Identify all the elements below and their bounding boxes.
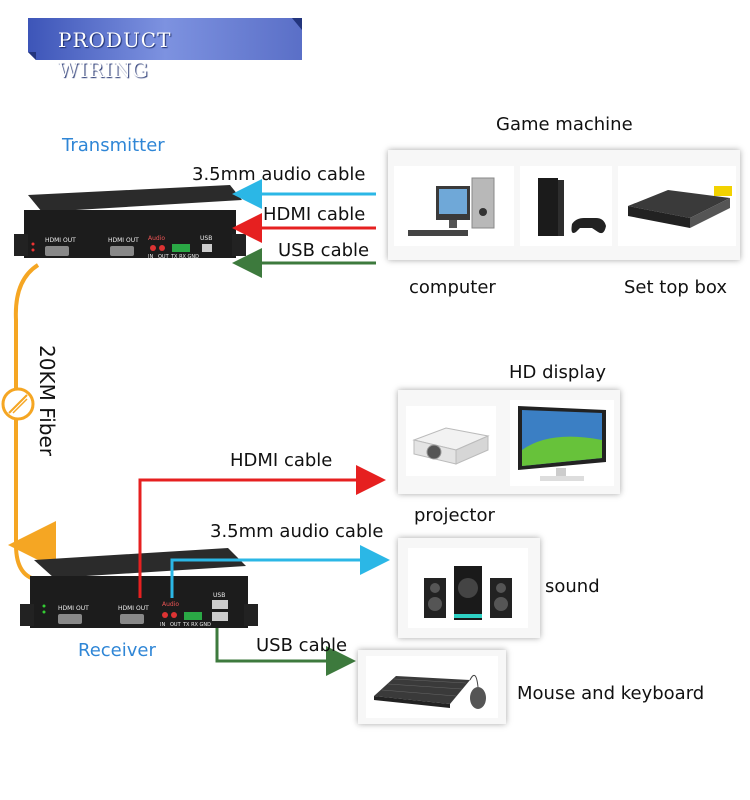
sound-panel xyxy=(398,538,540,638)
game-machine-label: Game machine xyxy=(496,114,633,135)
port-tx-rx-gnd: TX RX GND xyxy=(170,254,199,260)
set-top-box-label: Set top box xyxy=(624,277,728,298)
port-hdmi-out-2: HDMI OUT xyxy=(108,237,139,244)
rx-port-tx-rx-gnd: TX RX GND xyxy=(182,622,211,628)
keyboard-icon xyxy=(374,674,486,709)
rx-port-out: OUT xyxy=(170,622,182,628)
projector-label: projector xyxy=(414,505,495,526)
rx-port-in: IN xyxy=(160,622,165,628)
rx-port-audio: Audio xyxy=(162,601,179,608)
rx-audio-cable-line xyxy=(170,545,390,598)
keyboard-panel xyxy=(358,650,506,724)
rx-usb-cable-label: USB cable xyxy=(256,635,348,656)
game-machine-panel xyxy=(388,150,740,260)
tx-usb-cable-label: USB cable xyxy=(278,240,370,261)
projector-image xyxy=(406,406,496,476)
receiver-label: Receiver xyxy=(78,640,156,661)
port-out: OUT xyxy=(158,254,170,260)
port-audio: Audio xyxy=(148,235,165,242)
rx-hdmi-cable-label: HDMI cable xyxy=(230,450,333,471)
hd-display-panel xyxy=(398,390,620,494)
transmitter-label: Transmitter xyxy=(62,135,165,156)
rx-hdmi-cable-line xyxy=(138,465,386,598)
monitor-icon xyxy=(518,406,606,481)
port-hdmi-out-1: HDMI OUT xyxy=(45,237,76,244)
mouse-keyboard-label: Mouse and keyboard xyxy=(517,683,705,704)
mouse-icon xyxy=(470,687,486,709)
tx-hdmi-cable-label: HDMI cable xyxy=(263,204,366,225)
rx-audio-cable-label: 3.5mm audio cable xyxy=(210,521,384,542)
game-console-image xyxy=(520,166,612,246)
title-banner xyxy=(28,18,302,60)
page-title: PRODUCT WIRING xyxy=(58,28,172,82)
computer-image xyxy=(394,166,514,246)
sound-label: sound xyxy=(545,576,600,597)
computer-label: computer xyxy=(409,277,496,298)
fiber-line xyxy=(8,263,56,569)
computer-icon xyxy=(408,177,495,236)
speaker-icon xyxy=(424,566,512,620)
speakers-image xyxy=(408,548,528,628)
keyboard-image xyxy=(366,656,498,718)
game-console-icon xyxy=(538,178,606,236)
set-top-box-image xyxy=(618,166,736,246)
fiber-icon xyxy=(1,387,35,421)
rx-port-hdmi-out-1: HDMI OUT xyxy=(58,605,89,612)
rx-port-usb: USB xyxy=(213,592,225,599)
projector-icon xyxy=(412,427,490,465)
rx-usb-cable-line xyxy=(215,628,356,676)
rx-port-hdmi-out-2: HDMI OUT xyxy=(118,605,149,612)
set-top-box-icon xyxy=(628,186,732,228)
hd-display-label: HD display xyxy=(509,362,607,383)
monitor-image xyxy=(510,400,614,486)
tx-audio-cable-label: 3.5mm audio cable xyxy=(192,164,366,185)
fiber-label: 20KM Fiber xyxy=(35,345,59,457)
port-usb: USB xyxy=(200,235,212,242)
transmitter-device xyxy=(14,185,246,258)
port-in: IN xyxy=(148,254,153,260)
